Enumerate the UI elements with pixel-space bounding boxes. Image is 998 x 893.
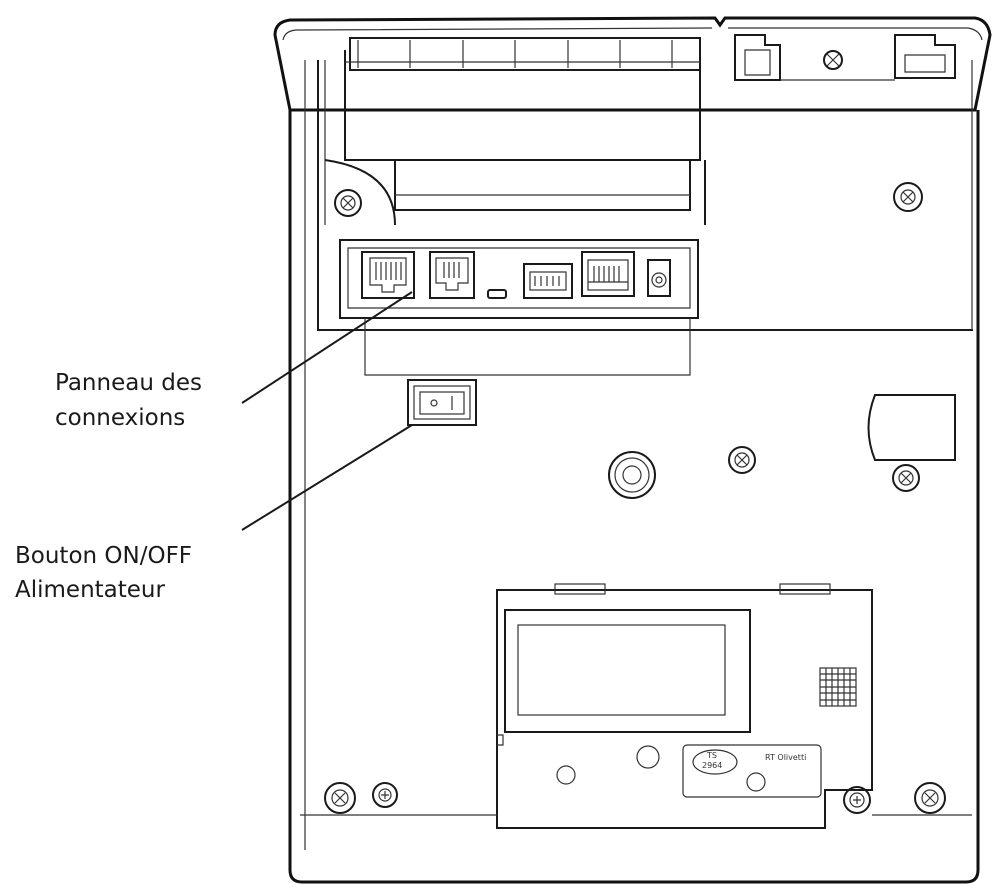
usb-port: [523, 263, 573, 299]
callout-power-switch-line-1: Bouton ON/OFF: [15, 543, 192, 569]
badge-line-2: 2964: [702, 761, 722, 770]
device-housing: [273, 16, 992, 884]
screw-top-center: [823, 50, 843, 70]
bottom-plate: TS 2964 RT Olivetti: [300, 583, 972, 829]
screw-upper-right: [893, 182, 923, 212]
screw-mid-center: [728, 446, 756, 474]
side-cutout: [867, 394, 956, 461]
paper-tray: [324, 34, 956, 226]
screw-bottom-left-outer: [324, 782, 356, 814]
power-switch: [407, 379, 477, 426]
central-boss: [608, 451, 656, 499]
ethernet-port: [581, 251, 635, 297]
callout-connection-panel-line-2: connexions: [55, 405, 185, 431]
screw-mid-right: [892, 464, 920, 492]
dc-power-jack: [647, 259, 671, 297]
rj-port-2: [429, 251, 475, 299]
callout-leader-connection-panel: [241, 291, 413, 404]
connection-panel: [339, 239, 699, 376]
callout-power-switch: Bouton ON/OFF Alimentateur: [15, 543, 192, 603]
screw-bottom-right-inner: [843, 786, 871, 814]
screw-bottom-right-outer: [914, 782, 946, 814]
rj-port-1: [361, 251, 415, 299]
screw-upper-left: [334, 189, 362, 217]
callout-connection-panel-line-1: Panneau des: [55, 370, 202, 396]
callout-power-switch-line-2: Alimentateur: [15, 577, 166, 603]
callout-leader-power-switch: [241, 424, 413, 531]
callout-connection-panel: Panneau des connexions: [55, 370, 202, 431]
micro-usb-port: [487, 289, 507, 299]
grid-mark: [819, 667, 857, 707]
screw-bottom-left-inner: [372, 782, 398, 808]
brand-text: RT Olivetti: [765, 753, 806, 762]
badge-line-1: TS: [706, 751, 717, 760]
